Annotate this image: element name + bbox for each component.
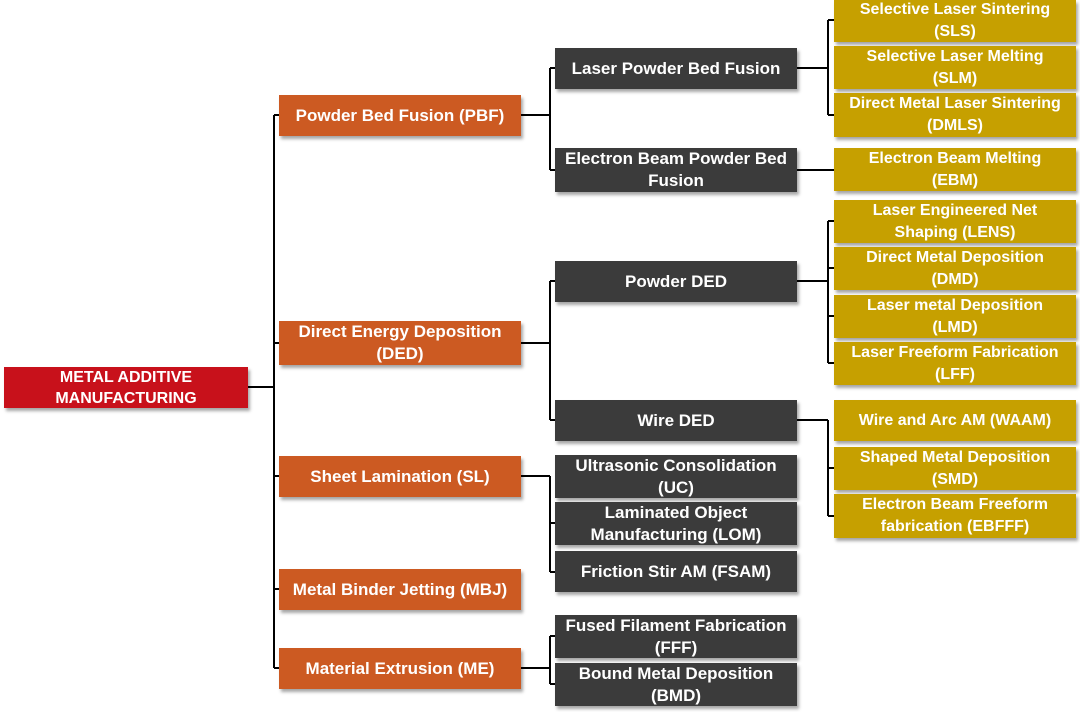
- subcategory-ultrasonic-consolidation: Ultrasonic Consolidation (UC): [555, 455, 797, 498]
- process-label: Shaped Metal Deposition (SMD): [859, 448, 1051, 488]
- process-label: Direct Metal Laser Sintering (DMLS): [849, 95, 1061, 134]
- process-dmls: Direct Metal Laser Sintering (DMLS): [834, 93, 1076, 137]
- process-waam: Wire and Arc AM (WAAM): [834, 400, 1076, 441]
- process-ebm: Electron Beam Melting (EBM): [834, 148, 1076, 191]
- category-metal-binder-jetting: Metal Binder Jetting (MBJ): [279, 569, 521, 610]
- process-label: Laser Engineered Net Shaping (LENS): [872, 201, 1038, 241]
- category-label: Direct Energy Deposition (DED): [298, 322, 502, 363]
- category-direct-energy-deposition: Direct Energy Deposition (DED): [279, 321, 521, 365]
- subcategory-fused-filament-fabrication: Fused Filament Fabrication (FFF): [555, 615, 797, 658]
- subcategory-wire-ded: Wire DED: [555, 400, 797, 441]
- process-label: Electron Beam Melting (EBM): [868, 149, 1042, 189]
- subcategory-label: Fused Filament Fabrication (FFF): [565, 615, 787, 657]
- category-label: Material Extrusion (ME): [305, 658, 495, 678]
- process-label: Electron Beam Freeform fabrication (EBFF…: [862, 496, 1048, 535]
- subcategory-label: Laminated Object Manufacturing (LOM): [590, 502, 762, 544]
- process-label: Laser Freeform Fabrication (LFF): [851, 343, 1059, 383]
- process-slm: Selective Laser Melting (SLM): [834, 46, 1076, 89]
- root-metal-additive-manufacturing: METAL ADDITIVE MANUFACTURING: [4, 367, 248, 408]
- process-ebfff: Electron Beam Freeform fabrication (EBFF…: [834, 494, 1076, 538]
- category-powder-bed-fusion: Powder Bed Fusion (PBF): [279, 95, 521, 136]
- process-smd: Shaped Metal Deposition (SMD): [834, 447, 1076, 490]
- process-label: Selective Laser Sintering (SLS): [859, 1, 1051, 40]
- process-label: Laser metal Deposition (LMD): [866, 296, 1044, 336]
- subcategory-label: Electron Beam Powder Bed Fusion: [564, 149, 787, 190]
- subcategory-laminated-object-manufacturing: Laminated Object Manufacturing (LOM): [555, 502, 797, 545]
- subcategory-label: Bound Metal Deposition (BMD): [578, 663, 774, 705]
- subcategory-label: Powder DED: [624, 271, 728, 291]
- process-dmd: Direct Metal Deposition (DMD): [834, 247, 1076, 290]
- process-label: Wire and Arc AM (WAAM): [858, 411, 1052, 429]
- process-sls: Selective Laser Sintering (SLS): [834, 0, 1076, 42]
- category-sheet-lamination: Sheet Lamination (SL): [279, 456, 521, 497]
- process-lens: Laser Engineered Net Shaping (LENS): [834, 200, 1076, 243]
- process-lff: Laser Freeform Fabrication (LFF): [834, 342, 1076, 385]
- root-label: METAL ADDITIVE MANUFACTURING: [55, 368, 197, 407]
- subcategory-label: Laser Powder Bed Fusion: [571, 58, 781, 78]
- subcategory-electron-beam-powder-bed-fusion: Electron Beam Powder Bed Fusion: [555, 148, 797, 192]
- category-label: Metal Binder Jetting (MBJ): [292, 579, 508, 599]
- subcategory-powder-ded: Powder DED: [555, 261, 797, 302]
- process-lmd: Laser metal Deposition (LMD): [834, 295, 1076, 338]
- subcategory-label: Friction Stir AM (FSAM): [580, 561, 772, 581]
- category-label: Sheet Lamination (SL): [310, 466, 490, 486]
- category-material-extrusion: Material Extrusion (ME): [279, 648, 521, 689]
- subcategory-laser-powder-bed-fusion: Laser Powder Bed Fusion: [555, 48, 797, 89]
- subcategory-bound-metal-deposition: Bound Metal Deposition (BMD): [555, 663, 797, 706]
- subcategory-label: Wire DED: [637, 410, 715, 430]
- subcategory-label: Ultrasonic Consolidation (UC): [575, 455, 777, 497]
- category-label: Powder Bed Fusion (PBF): [295, 105, 505, 125]
- process-label: Selective Laser Melting (SLM): [866, 47, 1044, 87]
- process-label: Direct Metal Deposition (DMD): [866, 248, 1044, 288]
- subcategory-friction-stir-am: Friction Stir AM (FSAM): [555, 551, 797, 592]
